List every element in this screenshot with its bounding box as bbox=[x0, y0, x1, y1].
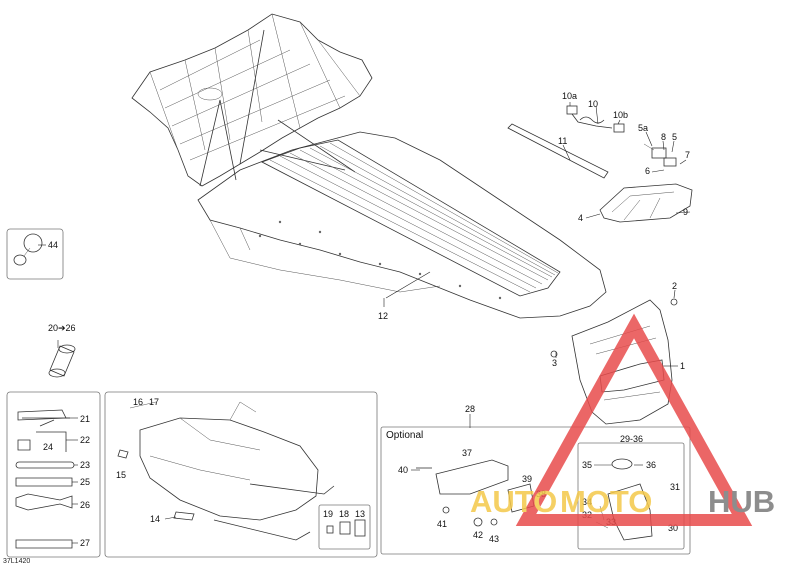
detail-box-44 bbox=[6, 228, 64, 280]
part-label-19: 19 bbox=[323, 509, 333, 519]
part-label-41: 41 bbox=[437, 519, 447, 529]
optional-kit-box bbox=[380, 426, 691, 555]
part-label-34: 34 bbox=[582, 497, 592, 507]
watermark-triangle bbox=[515, 313, 753, 526]
part-label-13: 13 bbox=[355, 509, 365, 519]
watermark-word-hub: HUB bbox=[708, 484, 775, 519]
part-label-12: 12 bbox=[378, 311, 388, 321]
watermark-logo: AUTO MOTO HUB bbox=[470, 313, 775, 526]
part-label-30: 30 bbox=[668, 523, 678, 533]
part-label-4: 4 bbox=[578, 213, 583, 223]
part-label-10a: 10a bbox=[562, 91, 577, 101]
grommet-drawing bbox=[13, 233, 43, 266]
part-label-24: 24 bbox=[43, 442, 53, 452]
part-label-5a: 5a bbox=[638, 123, 648, 133]
part-label-15: 15 bbox=[116, 470, 126, 480]
part-label-43: 43 bbox=[489, 534, 499, 544]
part-label-11: 11 bbox=[558, 136, 567, 146]
part-label-22: 22 bbox=[80, 435, 90, 445]
part-label-9: 9 bbox=[683, 207, 688, 217]
part-label-28: 28 bbox=[465, 404, 475, 414]
part-labels: 10a 10 10b 11 5a 8 5 7 6 4 9 44 12 2 3 1… bbox=[3, 91, 690, 565]
watermark-word-moto: MOTO bbox=[560, 484, 652, 519]
part-label-1: 1 bbox=[680, 361, 685, 371]
part-label-7: 7 bbox=[685, 150, 690, 160]
part-label-18: 18 bbox=[339, 509, 349, 519]
part-label-27: 27 bbox=[80, 538, 90, 548]
wiring-harness-drawing bbox=[507, 105, 625, 179]
part-label-23: 23 bbox=[80, 460, 90, 470]
part-label-40: 40 bbox=[398, 465, 408, 475]
part-label-5: 5 bbox=[672, 132, 677, 142]
part-label-26: 26 bbox=[80, 500, 90, 510]
small-parts-box bbox=[318, 504, 371, 550]
part-label-14: 14 bbox=[150, 514, 160, 524]
optional-subkit-box bbox=[577, 442, 685, 550]
part-label-36: 36 bbox=[646, 460, 656, 470]
part-label-10b: 10b bbox=[613, 110, 628, 120]
tool-kit-box bbox=[6, 391, 101, 558]
tail-light-drawing bbox=[599, 143, 693, 223]
part-label-3: 3 bbox=[552, 358, 557, 368]
reference-code: 37L1420 bbox=[3, 558, 30, 565]
watermark-word-auto: AUTO bbox=[470, 484, 557, 519]
tool-cylinder-drawing bbox=[48, 344, 76, 378]
tool-kit-drawing bbox=[15, 409, 75, 549]
part-label-39: 39 bbox=[522, 474, 532, 484]
leader-lines bbox=[38, 102, 691, 544]
part-label-20-26: 20➔26 bbox=[48, 323, 76, 333]
optional-label: Optional bbox=[386, 430, 423, 441]
part-label-42: 42 bbox=[473, 530, 483, 540]
small-parts-drawing bbox=[326, 519, 366, 537]
part-label-8: 8 bbox=[661, 132, 666, 142]
part-label-16: 16 bbox=[133, 397, 143, 407]
part-label-2: 2 bbox=[672, 281, 677, 291]
part-label-6: 6 bbox=[645, 166, 650, 176]
part-label-29-36: 29-36 bbox=[620, 434, 643, 444]
part-label-35: 35 bbox=[582, 460, 592, 470]
chassis-frame-drawing bbox=[131, 13, 607, 319]
snowmobile-drawing bbox=[117, 401, 335, 541]
part-label-37: 37 bbox=[462, 448, 472, 458]
part-label-25: 25 bbox=[80, 477, 90, 487]
part-label-21: 21 bbox=[80, 414, 90, 424]
part-label-10: 10 bbox=[588, 99, 598, 109]
part-label-17: 17 bbox=[149, 397, 159, 407]
snowmobile-view-box bbox=[104, 391, 378, 558]
part-label-44: 44 bbox=[48, 240, 58, 250]
part-label-31: 31 bbox=[670, 482, 680, 492]
